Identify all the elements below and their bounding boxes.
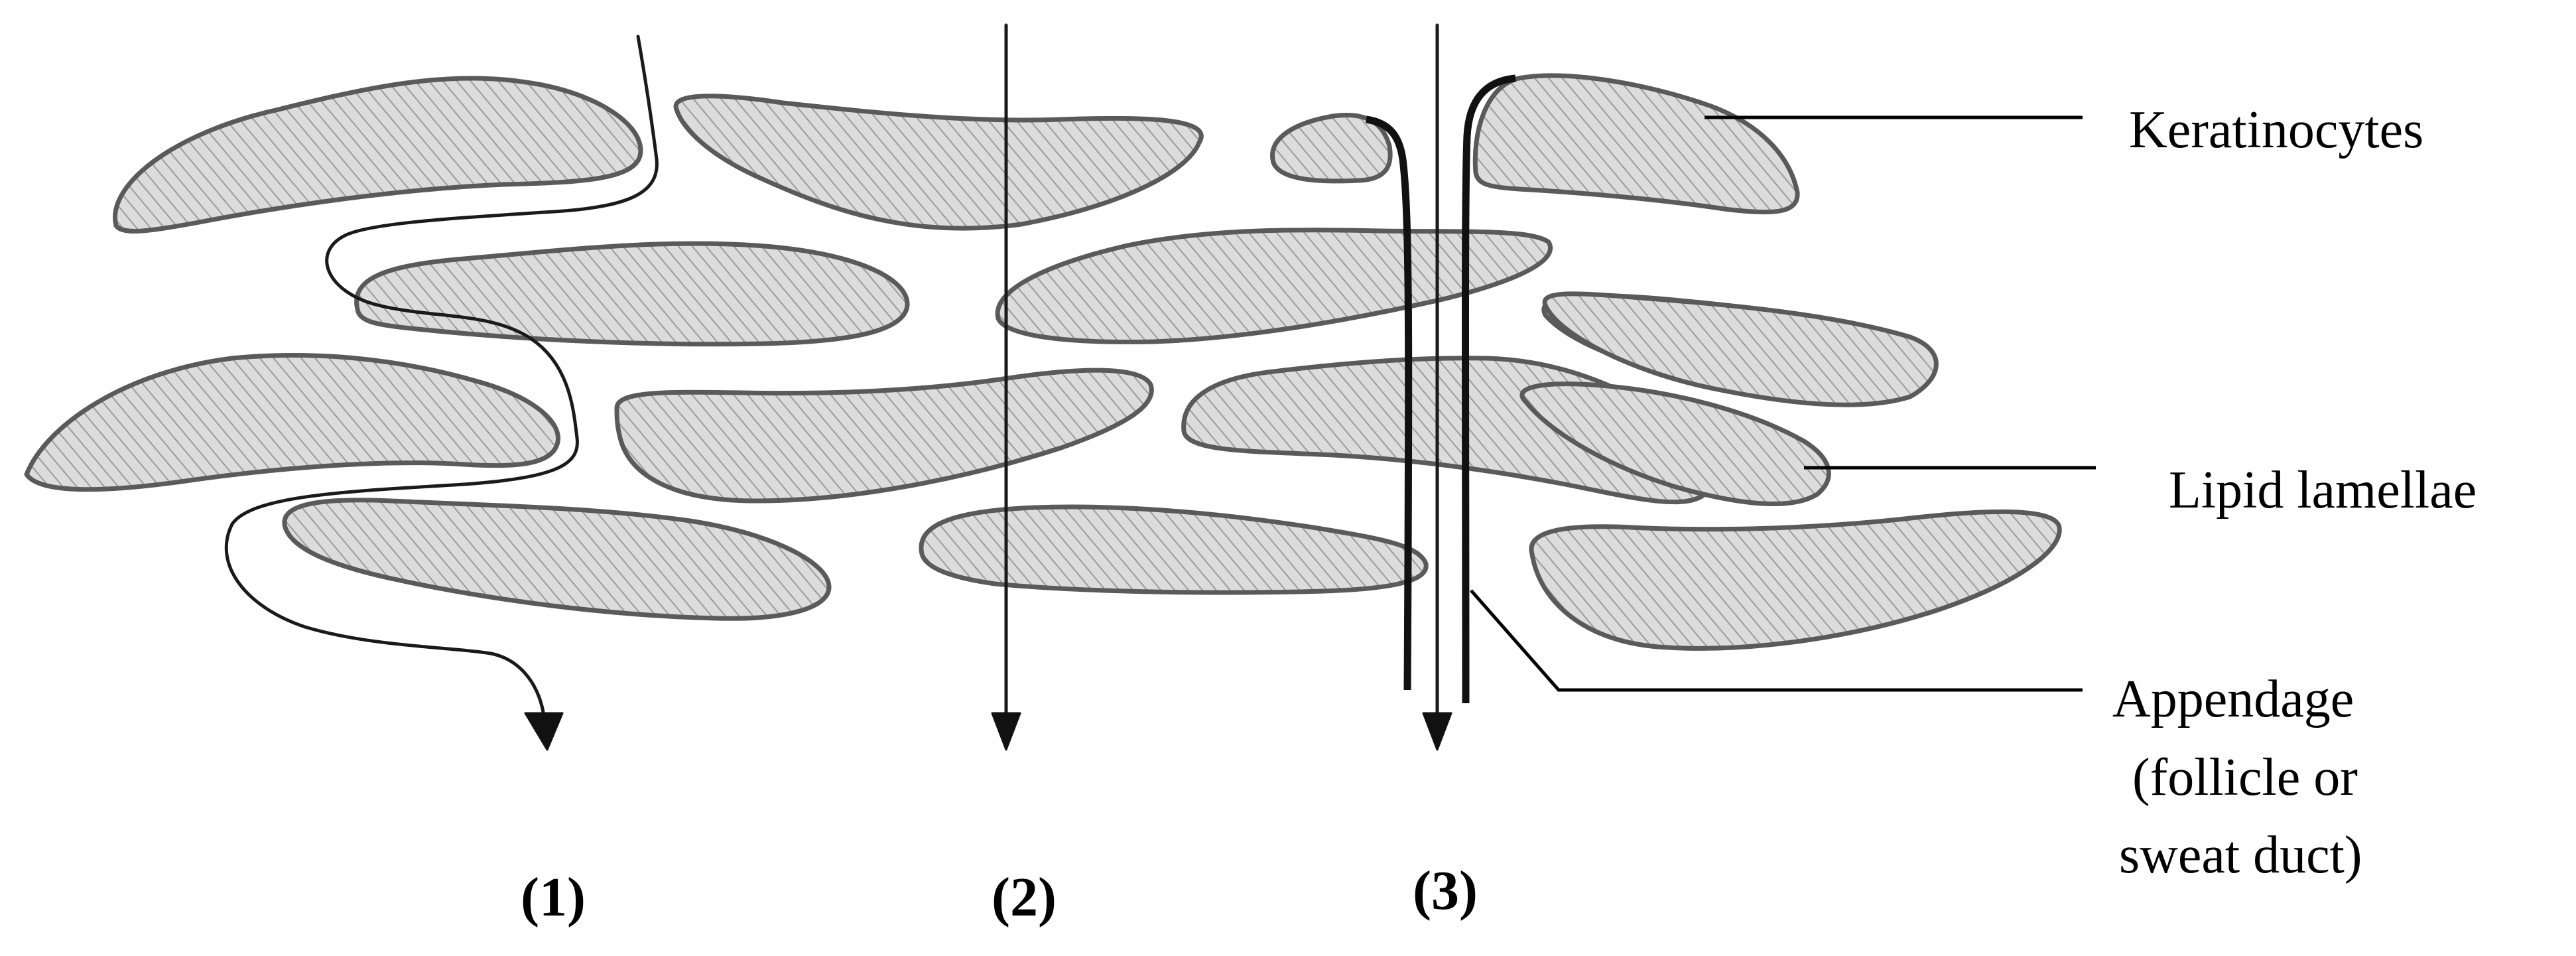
appendage-wall-right xyxy=(1462,74,1516,704)
appendage-wall-left xyxy=(1366,115,1413,691)
route-2-arrowhead xyxy=(991,712,1021,751)
keratinocyte-cell xyxy=(1472,73,1800,215)
appendage-label-line-2: (follicle or xyxy=(2132,748,2358,807)
keratinocyte-cell xyxy=(24,352,560,492)
keratinocyte-cell xyxy=(1542,291,1939,407)
appendage-leader-line xyxy=(1470,589,2083,692)
keratinocyte-cell xyxy=(113,76,643,234)
keratinocyte-cell xyxy=(995,228,1553,344)
lipid-lamellae-label: Lipid lamellae xyxy=(2169,461,2477,519)
keratinocyte-cells xyxy=(24,73,2062,651)
route-3-number: (3) xyxy=(1413,860,1478,922)
route-3-arrowhead xyxy=(1422,712,1452,751)
keratinocyte-cell xyxy=(354,241,910,347)
keratinocyte-cell xyxy=(1270,113,1393,184)
keratinocyte-cell xyxy=(919,504,1429,595)
keratinocytes-label: Keratinocytes xyxy=(2129,101,2423,159)
keratinocyte-cell xyxy=(673,94,1204,231)
route-2-number: (2) xyxy=(992,866,1057,928)
route-1-arrowhead xyxy=(524,712,564,751)
route-1-number: (1) xyxy=(521,866,586,928)
keratinocyte-cell xyxy=(614,368,1154,504)
appendage-label-line-1: Appendage xyxy=(2112,670,2354,728)
keratinocyte-cell xyxy=(282,498,832,621)
keratinocyte-cell xyxy=(1529,509,2062,651)
route-1-intercellular-path xyxy=(224,34,659,718)
appendage-label-line-3: sweat duct) xyxy=(2119,826,2362,884)
